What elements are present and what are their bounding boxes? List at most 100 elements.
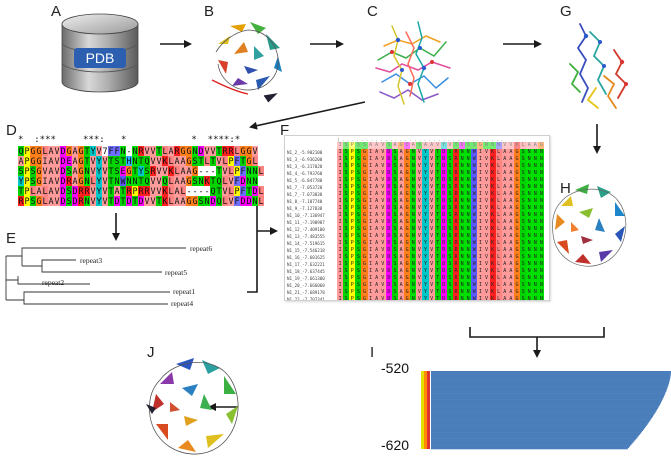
- residue: A: [373, 191, 380, 198]
- chart-i-bar: [431, 402, 661, 404]
- residue: N: [410, 233, 417, 240]
- chart-i-bar: [431, 393, 666, 395]
- residue: S: [520, 233, 527, 240]
- chart-i-marker-strip: [421, 371, 424, 449]
- residue: S: [192, 176, 198, 186]
- residue: T: [434, 240, 441, 247]
- residue: G: [513, 254, 521, 261]
- residue: A: [398, 240, 405, 247]
- residue: D: [440, 191, 447, 198]
- chart-i-bar: [431, 408, 658, 411]
- residue: V: [379, 191, 386, 198]
- residue: N: [538, 268, 545, 275]
- residue: D: [114, 196, 120, 206]
- residue: G: [513, 282, 521, 289]
- residue: S: [391, 170, 399, 177]
- residue: P: [24, 196, 30, 206]
- residue: G: [36, 176, 42, 186]
- residue: S: [343, 198, 350, 205]
- residue: V: [54, 166, 60, 176]
- chart-i-bar: [431, 385, 669, 387]
- residue: D: [440, 254, 447, 261]
- residue: N: [132, 146, 138, 156]
- residue: I: [477, 254, 484, 261]
- residue: I: [367, 240, 374, 247]
- residue: G: [404, 226, 411, 233]
- panel-label-i: I: [370, 344, 375, 361]
- residue: N: [126, 176, 132, 186]
- residue: F: [234, 196, 240, 206]
- residue: A: [168, 146, 174, 156]
- panel-label-b: B: [204, 3, 215, 20]
- residue: A: [72, 176, 78, 186]
- residue: D: [440, 212, 447, 219]
- residue: R: [222, 146, 228, 156]
- residue: L: [495, 289, 502, 296]
- residue: N: [465, 275, 472, 282]
- residue: L: [30, 186, 36, 196]
- residue: L: [228, 186, 234, 196]
- residue: A: [398, 149, 405, 156]
- residue: V: [428, 212, 435, 219]
- residue: V: [483, 163, 490, 170]
- chart-i-bar: [431, 398, 663, 400]
- residue: D: [440, 296, 447, 301]
- residue: -: [192, 186, 198, 196]
- residue: D: [440, 282, 447, 289]
- residue: S: [446, 289, 453, 296]
- chart-i-bar: [431, 413, 654, 416]
- residue: T: [434, 191, 441, 198]
- residue: A: [501, 156, 508, 163]
- residue: T: [434, 163, 441, 170]
- residue: I: [337, 163, 344, 170]
- residue: K: [489, 226, 496, 233]
- residue: R: [452, 268, 460, 275]
- residue: N: [532, 296, 539, 301]
- residue: N: [252, 176, 258, 186]
- residue: G: [361, 184, 368, 191]
- residue: N: [483, 142, 490, 149]
- residue: V: [379, 219, 386, 226]
- residue: A: [373, 240, 380, 247]
- residue: N: [246, 166, 252, 176]
- residue: S: [446, 226, 453, 233]
- residue: I: [477, 191, 484, 198]
- residue: S: [355, 289, 362, 296]
- residue: L: [174, 166, 180, 176]
- residue: D: [385, 205, 392, 212]
- residue: V: [428, 198, 435, 205]
- residue: P: [349, 219, 356, 226]
- residue: A: [48, 166, 54, 176]
- residue: P: [349, 268, 356, 275]
- chart-i-bar: [431, 376, 671, 378]
- residue: D: [385, 254, 392, 261]
- residue: S: [355, 254, 362, 261]
- alignment-d-row: QPGGLAVDGAGTYV7FFN-NRVVTLARGGNDVVTRRLGGV: [18, 146, 264, 156]
- residue: L: [495, 219, 502, 226]
- residue: P: [349, 296, 356, 301]
- residue: V: [416, 198, 423, 205]
- residue: Y: [96, 186, 102, 196]
- residue: D: [440, 261, 447, 268]
- residue: N: [538, 261, 545, 268]
- residue: V: [144, 146, 150, 156]
- residue: V: [483, 156, 490, 163]
- residue: N: [465, 184, 472, 191]
- residue: G: [404, 149, 411, 156]
- residue: A: [501, 226, 508, 233]
- residue: I: [367, 198, 374, 205]
- residue: T: [434, 198, 441, 205]
- residue: S: [446, 212, 453, 219]
- residue: G: [361, 149, 368, 156]
- residue: G: [404, 247, 411, 254]
- residue: L: [258, 196, 264, 206]
- residue: H: [126, 156, 132, 166]
- residue: N: [252, 196, 258, 206]
- table-f-row-name: N1_21_-7.689178: [287, 290, 325, 295]
- residue: S: [355, 282, 362, 289]
- residue: G: [404, 282, 411, 289]
- residue: V: [428, 184, 435, 191]
- residue: V: [379, 184, 386, 191]
- residue: A: [410, 142, 417, 149]
- residue: D: [60, 146, 66, 156]
